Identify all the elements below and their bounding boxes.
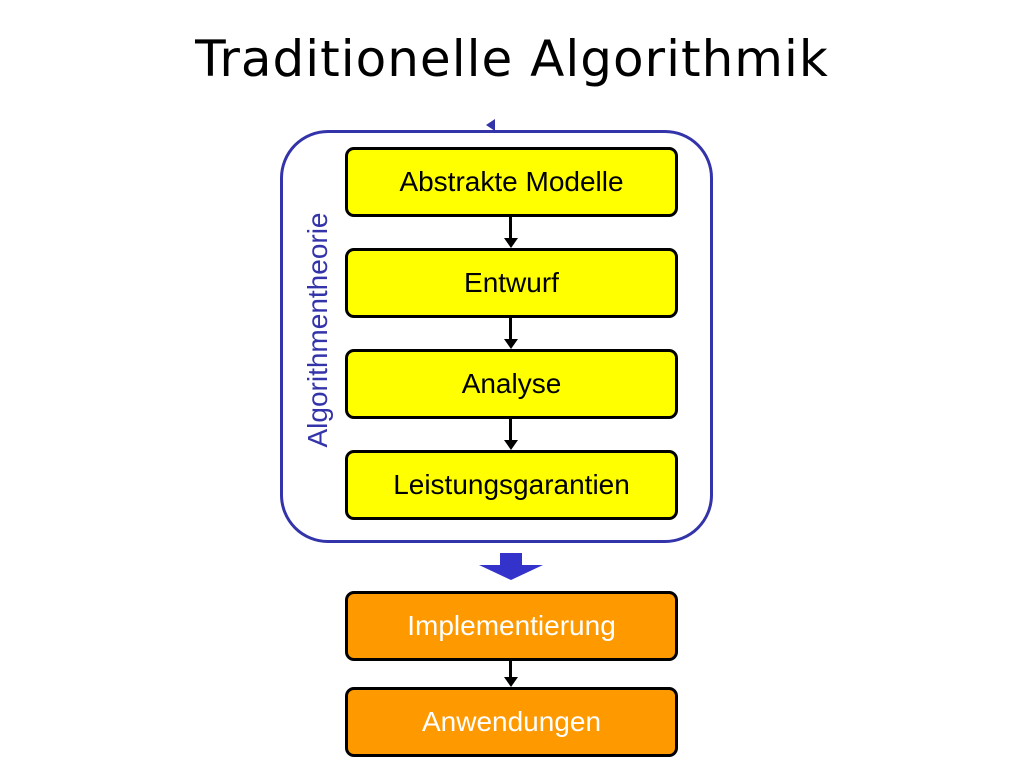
step-analysis: Analyse [345, 349, 678, 419]
step-abstract-models: Abstrakte Modelle [345, 147, 678, 217]
slide-title: Traditionelle Algorithmik [195, 30, 829, 88]
algorithm-theory-frame [280, 130, 713, 543]
transition-arrow-icon [479, 553, 543, 581]
group-label: Algorithmentheorie [302, 212, 333, 448]
step-performance-guarantees: Leistungsgarantien [345, 450, 678, 520]
arrow-down-icon [504, 661, 518, 687]
arrow-down-icon [504, 419, 518, 450]
step-applications: Anwendungen [345, 687, 678, 757]
arrow-down-icon [504, 318, 518, 349]
arrow-down-icon [504, 217, 518, 248]
frame-arrowhead-icon [486, 119, 495, 131]
step-design: Entwurf [345, 248, 678, 318]
step-implementation: Implementierung [345, 591, 678, 661]
